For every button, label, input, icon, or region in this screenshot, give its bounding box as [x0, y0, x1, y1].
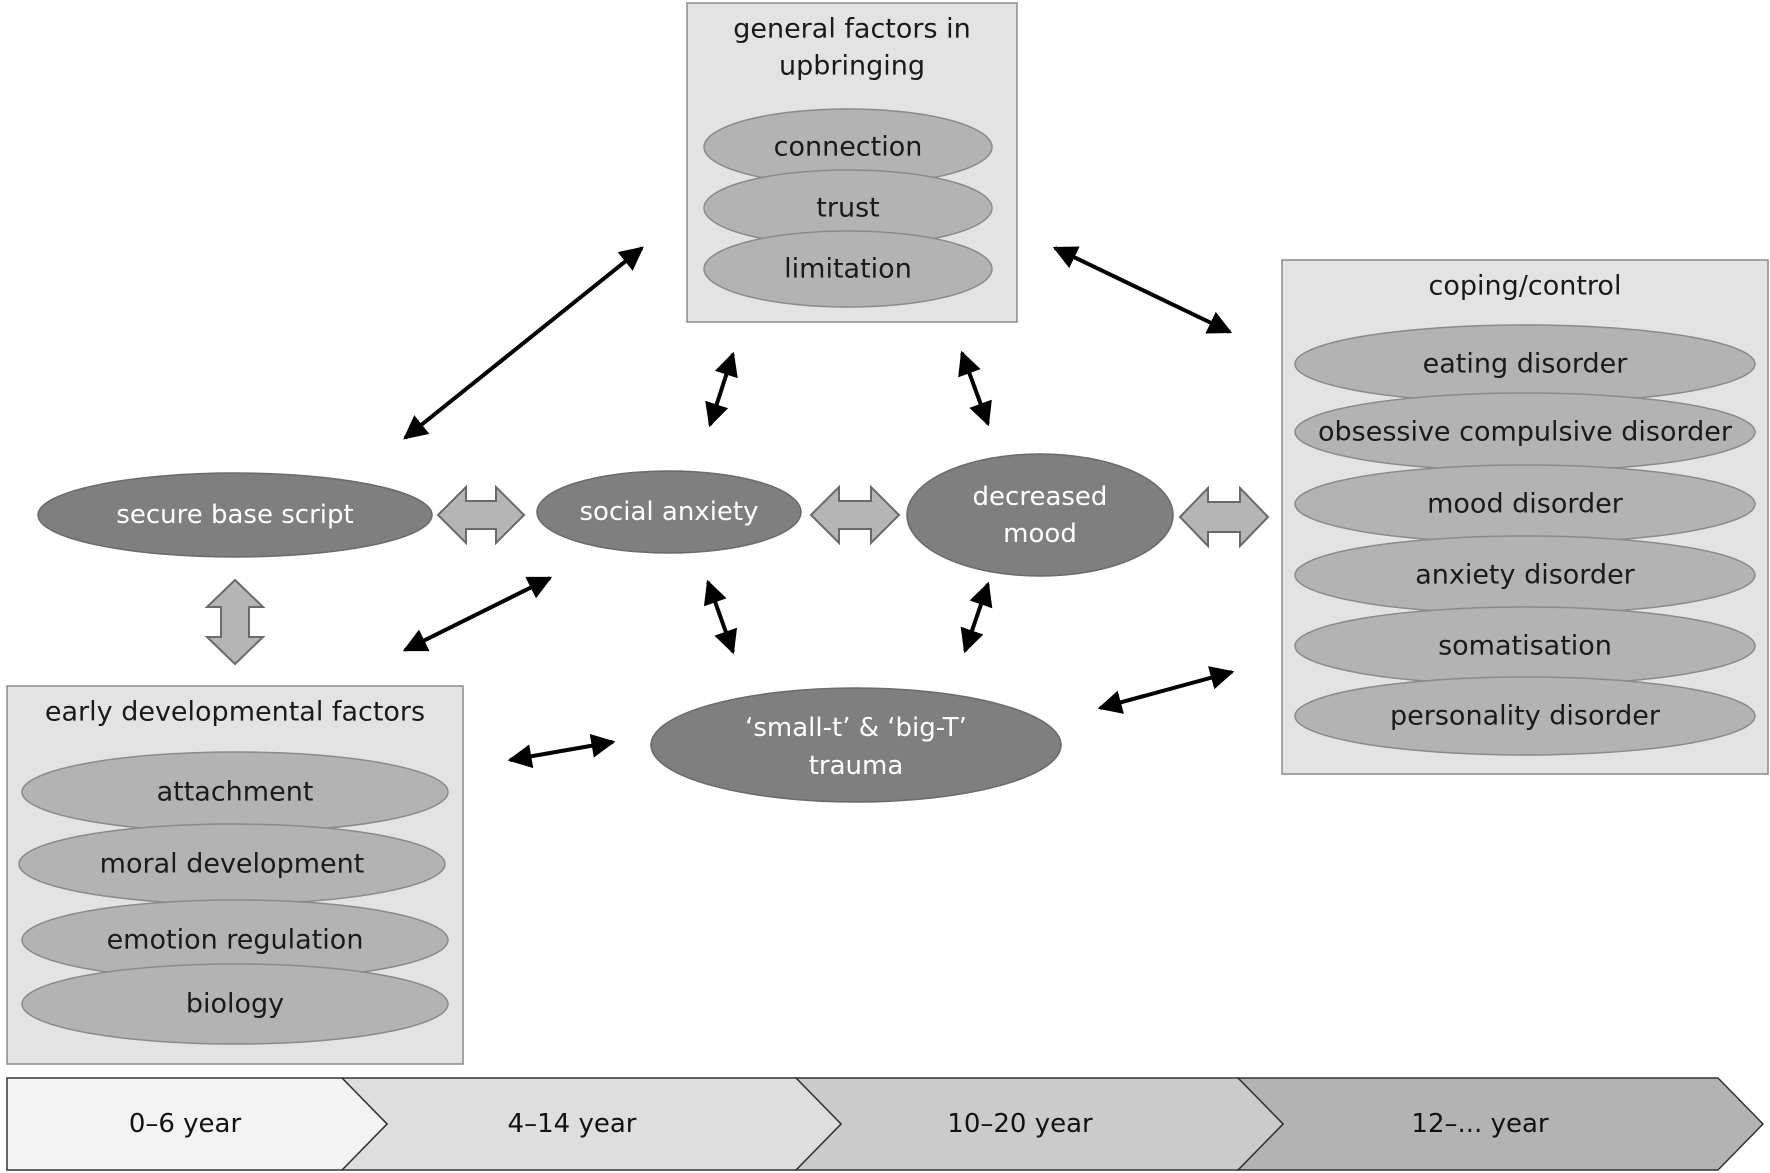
coping-item-ocd: obsessive compulsive disorder [1318, 417, 1733, 448]
node-secure-base: secure base script [37, 472, 433, 558]
timeline-segment-1 [6, 1077, 389, 1171]
timeline-label-1: 0–6 year [129, 1109, 242, 1139]
coping-item-personality-disorder: personality disorder [1390, 701, 1661, 732]
coping-title: coping/control [1429, 271, 1622, 302]
early-item-biology: biology [186, 989, 284, 1020]
upbringing-item-connection: connection [774, 132, 923, 163]
upbringing-title-line1: general factors in [733, 14, 971, 45]
secure-base-label: secure base script [116, 500, 353, 530]
early-item-moral-development: moral development [100, 849, 365, 880]
node-social-anxiety: social anxiety [536, 470, 802, 554]
node-decreased-mood: decreased mood [906, 453, 1174, 577]
trauma-label-line1: ‘small-t’ & ‘big-T’ [745, 713, 967, 743]
arrow-upbringing-social [705, 351, 738, 428]
block-arrow-secure-social [436, 484, 526, 546]
upbringing-title-line2: upbringing [779, 51, 925, 82]
coping-item-anxiety-disorder: anxiety disorder [1415, 560, 1635, 591]
arrow-mood-trauma [960, 581, 993, 654]
arrow-upbringing-coping [1052, 246, 1233, 334]
block-arrow-mood-coping [1178, 485, 1270, 549]
upbringing-item-trust: trust [816, 193, 879, 224]
decreased-mood-label-line2: mood [1003, 519, 1077, 549]
arrow-upbringing-mood [958, 350, 992, 427]
coping-item-somatisation: somatisation [1438, 631, 1612, 662]
early-panel: early developmental factors attachment m… [6, 685, 464, 1065]
coping-panel: coping/control eating disorder obsessive… [1281, 259, 1769, 775]
coping-item-mood-disorder: mood disorder [1427, 489, 1624, 520]
trauma-label-line2: trauma [809, 751, 904, 781]
timeline-label-2: 4–14 year [508, 1109, 637, 1139]
early-title: early developmental factors [45, 697, 425, 728]
social-anxiety-label: social anxiety [580, 497, 759, 527]
early-item-emotion-regulation: emotion regulation [107, 925, 364, 956]
arrow-early-social [402, 576, 553, 652]
decreased-mood-label-line1: decreased [973, 482, 1108, 512]
upbringing-panel: general factors in upbringing connection… [686, 2, 1018, 323]
timeline: 0–6 year 4–14 year 10–20 year 12–... yea… [6, 1077, 1765, 1171]
node-trauma: ‘small-t’ & ‘big-T’ trauma [650, 687, 1062, 803]
upbringing-item-limitation: limitation [784, 254, 912, 285]
timeline-label-4: 12–... year [1411, 1109, 1548, 1139]
block-arrow-secure-early [204, 578, 266, 666]
arrow-secure-upbringing [403, 246, 644, 440]
coping-item-eating-disorder: eating disorder [1423, 349, 1629, 380]
connector-arrows [402, 246, 1235, 769]
arrow-trauma-coping [1097, 666, 1235, 714]
timeline-label-3: 10–20 year [947, 1109, 1093, 1139]
arrow-early-trauma [507, 733, 616, 769]
block-arrow-social-mood [809, 484, 901, 546]
early-item-attachment: attachment [157, 777, 314, 808]
arrow-social-trauma [703, 579, 738, 655]
